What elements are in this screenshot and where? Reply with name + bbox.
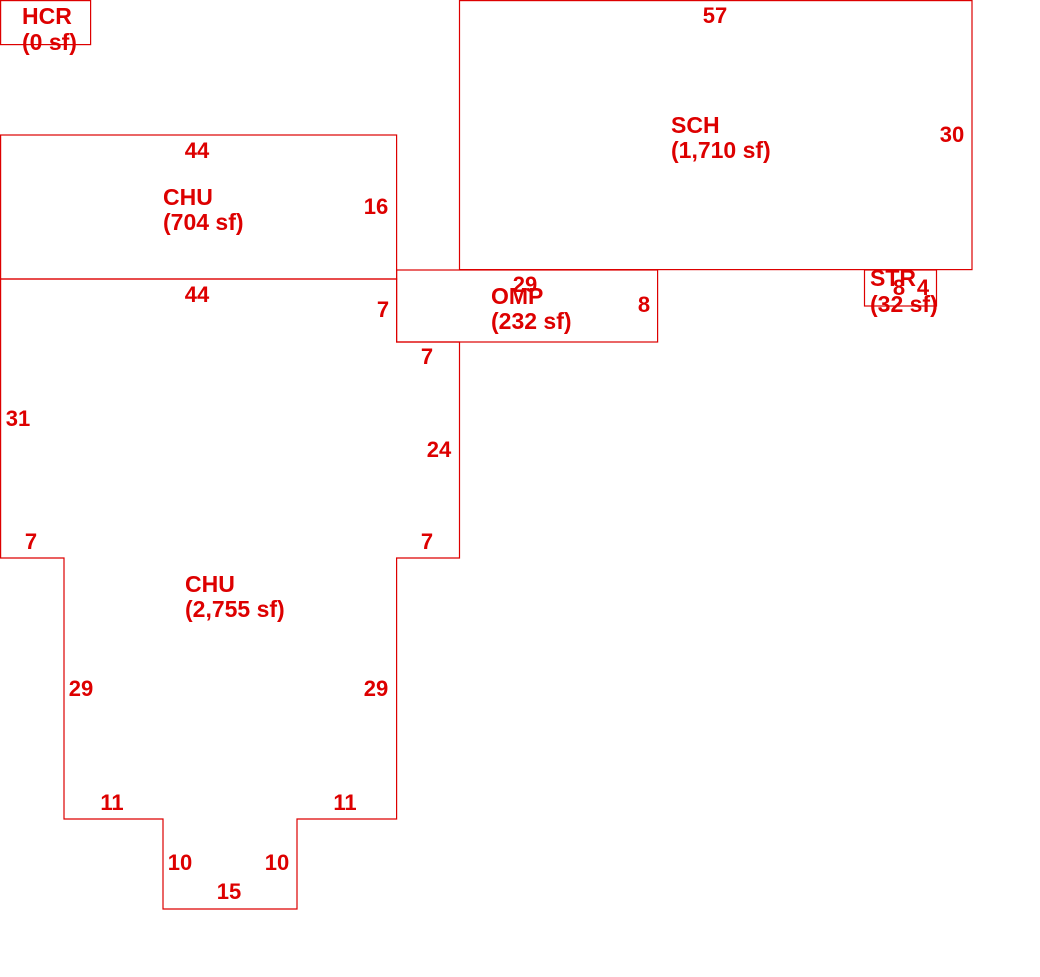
- dim-str-right: 4: [917, 275, 930, 300]
- sch-label: SCH: [671, 112, 720, 138]
- str-outline: [863, 269, 938, 307]
- hcr-size: (0 sf): [22, 29, 77, 55]
- dim-chu-large-shoulder-right: 11: [333, 790, 356, 815]
- dim-chu-large-notch-right: 7: [421, 529, 433, 554]
- str-label: STR: [870, 265, 916, 291]
- dim-chu-large-apse-right: 10: [265, 850, 289, 875]
- dim-chu-large-shoulder-left: 11: [100, 790, 123, 815]
- dim-chu-large-apse-left: 10: [168, 850, 192, 875]
- dim-omp-top: 29: [513, 272, 537, 297]
- hcr-label: HCR: [22, 3, 72, 29]
- dim-chu-large-left: 31: [6, 406, 30, 431]
- dim-sch-top: 57: [703, 3, 727, 28]
- dim-chu-small-top: 44: [185, 138, 210, 163]
- hcr-outline: [0, 0, 92, 46]
- dim-chu-small-right: 16: [364, 194, 388, 219]
- sch-size: (1,710 sf): [671, 137, 771, 163]
- dimension-labels: 57 30 44 16 44 7 29 8 8 4 31 7 24 7 7 29…: [6, 3, 964, 904]
- area-labels: HCR (0 sf) SCH (1,710 sf) CHU (704 sf) O…: [22, 3, 938, 622]
- dim-sch-right: 30: [940, 122, 964, 147]
- omp-label: OMP: [491, 283, 543, 309]
- dim-chu-large-bottom: 15: [217, 879, 241, 904]
- sch-outline: [458, 0, 973, 271]
- dim-chu-large-wing-right: 29: [364, 676, 388, 701]
- dim-omp-right: 8: [638, 292, 650, 317]
- chu-large-outline: [0, 278, 461, 910]
- chu-large-size: (2,755 sf): [185, 596, 285, 622]
- dim-chu-large-right-mid: 24: [427, 437, 452, 462]
- dim-str-left: 8: [893, 275, 905, 300]
- dim-chu-large-top: 44: [185, 282, 210, 307]
- dim-chu-large-right-upper: 7: [377, 297, 389, 322]
- omp-size: (232 sf): [491, 308, 572, 334]
- dim-chu-large-wing-left: 29: [69, 676, 93, 701]
- outline-group: [0, 0, 973, 910]
- dim-chu-large-notch-left: 7: [25, 529, 37, 554]
- chu-small-label: CHU: [163, 184, 213, 210]
- chu-large-label: CHU: [185, 571, 235, 597]
- str-size: (32 sf): [870, 291, 938, 317]
- chu-small-size: (704 sf): [163, 209, 244, 235]
- dim-chu-large-step-right: 7: [421, 344, 433, 369]
